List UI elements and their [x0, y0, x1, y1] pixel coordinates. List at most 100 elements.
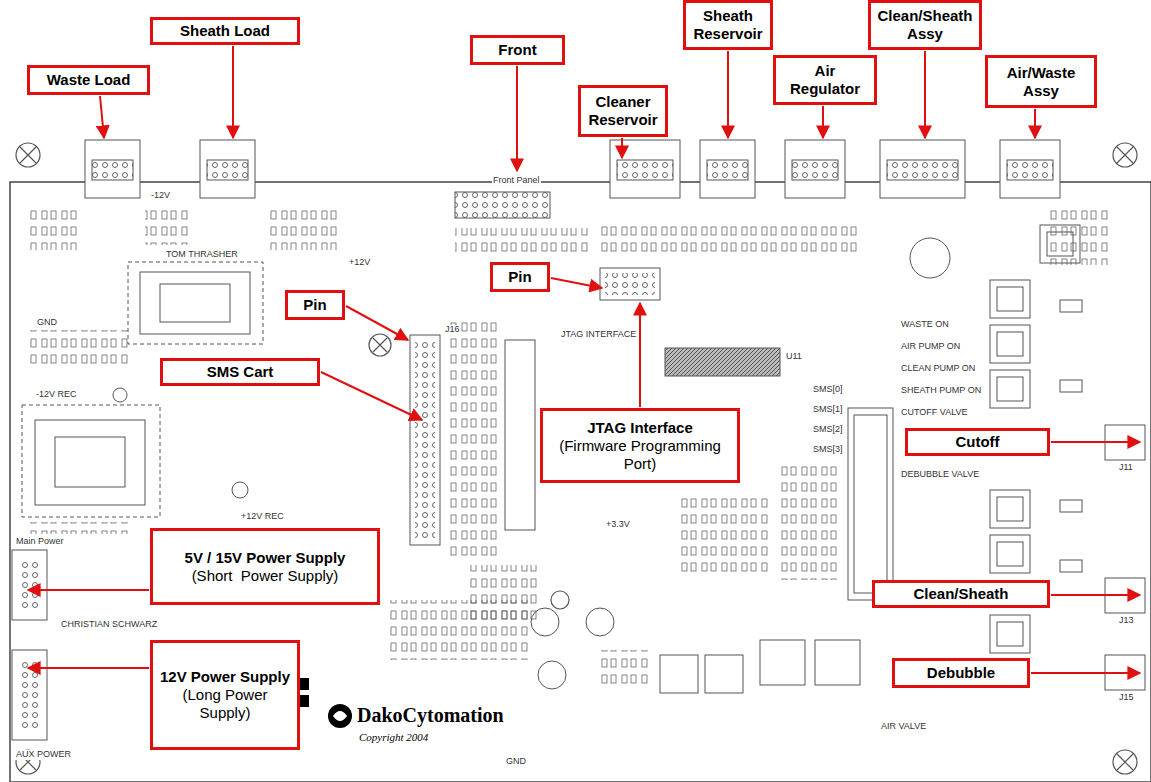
board-detail: [924, 51, 926, 138]
board-detail: [200, 140, 255, 198]
company-logo: [295, 678, 352, 728]
board-detail: [92, 160, 133, 180]
board-detail: [28, 667, 149, 669]
callout-label: Pin: [303, 296, 326, 314]
chips: [410, 268, 893, 693]
board-detail: [16, 143, 40, 167]
board-detail: [145, 205, 190, 245]
board-detail: [887, 160, 958, 180]
callout-label: SMS Cart: [207, 363, 274, 381]
silkscreen-label: SHEATH PUMP ON: [900, 386, 982, 396]
board-detail: [997, 332, 1023, 356]
silkscreen-label: SMS[1]: [812, 405, 844, 415]
board-detail: [100, 96, 104, 138]
board-detail: [333, 711, 347, 721]
board-detail: [232, 482, 248, 498]
silkscreen-label: JTAG INTERFACE: [560, 330, 637, 340]
board-detail: [1060, 500, 1082, 512]
silkscreen-label: +3.3V: [605, 520, 631, 530]
callout-label: Sheath Reservoir: [691, 7, 765, 43]
board-detail: [610, 140, 680, 198]
board-detail: [705, 655, 743, 693]
silkscreen-label: CHRISTIAN SCHWARZ: [60, 620, 158, 630]
silkscreen-label: +12V REC: [240, 512, 285, 522]
board-detail: [780, 460, 840, 580]
board-detail: [1034, 109, 1036, 138]
board-detail: [12, 550, 47, 620]
silkscreen-label: J15: [1118, 693, 1135, 703]
board-detail: [707, 160, 748, 180]
silkscreen-label: AUX POWER: [15, 750, 72, 760]
board-detail: [1060, 380, 1082, 392]
board-detail: [990, 615, 1030, 653]
board-detail: [455, 192, 550, 218]
board-detail: [321, 372, 422, 420]
callout-box: Clean/Sheath Assy: [868, 0, 982, 50]
callout-label: 5V / 15V Power Supply: [185, 549, 346, 567]
board-detail: [531, 608, 559, 636]
board-detail: [30, 330, 130, 370]
callout-box: Clean/Sheath: [872, 580, 1050, 608]
copyright-note: Copyright 2004: [358, 731, 429, 743]
silkscreen-label: J11: [1118, 463, 1134, 473]
board-detail: [369, 334, 391, 356]
callout-label: Clean/Sheath Assy: [876, 7, 974, 43]
board-detail: [1040, 225, 1080, 263]
board-detail: [665, 348, 780, 376]
board-detail: [727, 51, 729, 138]
board-detail: [30, 205, 80, 250]
silkscreen-label: SMS[3]: [812, 445, 844, 455]
board-detail: [639, 303, 641, 407]
board-detail: [822, 106, 824, 138]
board-detail: [600, 222, 860, 256]
callout-label: 12V Power Supply: [160, 668, 290, 686]
silkscreen-label: DEBUBBLE VALVE: [900, 470, 980, 480]
board-detail: [910, 238, 950, 278]
board-detail: [1113, 143, 1137, 167]
board-detail: [997, 377, 1023, 401]
callout-box: 12V Power Supply(Long Power Supply): [150, 640, 300, 750]
board-detail: [1060, 560, 1082, 572]
callout-label: Waste Load: [47, 71, 131, 89]
board-detail: [22, 405, 160, 517]
board-detail: [1007, 160, 1053, 180]
board-detail: [410, 335, 440, 545]
board-detail: [990, 490, 1030, 528]
silkscreen-label: J13: [1118, 616, 1135, 626]
silkscreen-label: SMS[2]: [812, 425, 844, 435]
board-detail: [1031, 672, 1140, 674]
board-detail: [538, 661, 566, 689]
callout-label: Front: [498, 41, 536, 59]
board-detail: [18, 560, 40, 610]
callout-box: Pin: [285, 290, 345, 320]
board-detail: [390, 600, 530, 660]
board-detail: [328, 704, 352, 728]
silkscreen-label: J16: [444, 325, 461, 335]
board-detail: [450, 320, 500, 560]
board-detail: [270, 210, 340, 250]
board-detail: [990, 280, 1030, 318]
callout-box: Pin: [490, 262, 550, 292]
board-detail: [1051, 441, 1140, 443]
silkscreen-label: +12V: [348, 258, 371, 268]
board-detail: [815, 640, 860, 685]
callout-label: Air/Waste Assy: [993, 64, 1089, 100]
silkscreen-label: AIR PUMP ON: [900, 342, 961, 352]
board-detail: [30, 522, 130, 534]
board-detail: [660, 655, 698, 693]
board-detail: [997, 497, 1023, 521]
board-detail: [785, 140, 845, 198]
callout-box: Front: [470, 35, 565, 65]
board-detail: [605, 273, 655, 295]
callout-box: Air/Waste Assy: [985, 55, 1097, 108]
callout-note: (Long Power Supply): [158, 686, 292, 722]
board-detail: [160, 284, 230, 322]
board-detail: [792, 160, 838, 180]
transformers: [22, 262, 263, 517]
board-detail: [232, 46, 234, 138]
callout-label: Air Regulator: [781, 62, 869, 98]
board-detail: [128, 262, 263, 344]
silkscreen-label: CUTOFF VALVE: [900, 408, 969, 418]
callout-box: 5V / 15V Power Supply(Short Power Supply…: [150, 528, 380, 605]
